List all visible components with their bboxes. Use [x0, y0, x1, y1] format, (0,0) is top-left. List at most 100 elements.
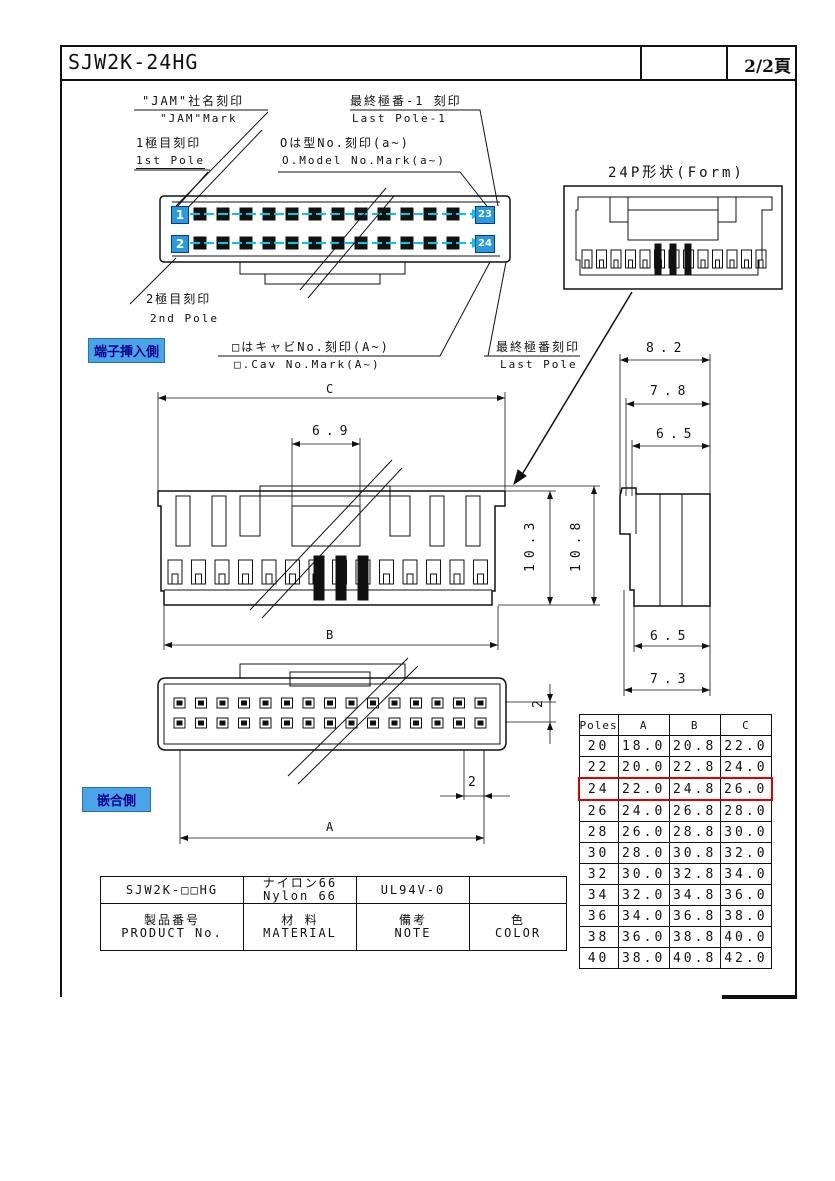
- table-cell: 28.0: [719, 799, 773, 822]
- table-cell: 28.8: [668, 821, 721, 843]
- table-cell: 36.0: [617, 926, 670, 948]
- dim-c: C: [326, 382, 336, 396]
- table-cell: 24.0: [719, 756, 773, 779]
- product-value: SJW2K-□□HG: [100, 876, 244, 904]
- table-cell: 24: [577, 777, 619, 801]
- mating-side-label: 嵌合側: [82, 787, 152, 812]
- pole-1-tab: 1: [171, 206, 189, 224]
- second-pole-jp: 2極目刻印: [146, 292, 212, 306]
- table-cell: 26.0: [719, 777, 773, 801]
- table-cell: 34.0: [719, 863, 773, 885]
- last-pole-en: Last Pole: [500, 358, 578, 371]
- color-label-jp: 色: [510, 913, 525, 927]
- note-value: UL94V-0: [356, 876, 470, 904]
- dim-2-vertical: 2: [531, 698, 546, 708]
- table-cell: 30.8: [668, 842, 721, 864]
- product-label-jp: 製品番号: [143, 913, 200, 927]
- sheet-corner-bar: [722, 995, 797, 999]
- table-cell: 40: [578, 947, 619, 969]
- form-label: 24P形状(Form): [608, 165, 745, 181]
- dim-6-5-top: 6.5: [656, 427, 698, 442]
- table-cell: 38.0: [719, 905, 773, 927]
- model-no-jp: Oは型No.刻印(a~): [280, 136, 410, 150]
- dim-8-2: 8.2: [646, 341, 688, 356]
- table-cell: 36.8: [668, 905, 721, 927]
- dim-7-8: 7.8: [650, 384, 692, 399]
- dim-a: A: [326, 820, 336, 834]
- model-no-en: O.Model No.Mark(a~): [282, 154, 446, 167]
- table-cell: 28: [578, 821, 619, 843]
- first-pole-en: 1st Pole: [136, 154, 205, 169]
- header-a: A: [617, 714, 670, 736]
- part-number: SJW2K-24HG: [68, 50, 199, 74]
- side-view: [619, 487, 711, 607]
- table-cell: 30.0: [617, 863, 670, 885]
- color-value: [469, 876, 567, 904]
- material-label-en: MATERIAL: [263, 926, 337, 940]
- page-cell: 2/2頁: [726, 47, 797, 79]
- table-cell: 30: [578, 842, 619, 864]
- pole-23-tab: 23: [475, 206, 495, 224]
- table-cell: 18.0: [617, 735, 670, 757]
- header-c: C: [719, 714, 773, 736]
- table-cell: 32.0: [617, 884, 670, 906]
- table-cell: 26.8: [668, 799, 721, 822]
- table-cell: 34: [578, 884, 619, 906]
- table-cell: 20.0: [617, 756, 670, 779]
- title-bar: SJW2K-24HG 2/2頁: [62, 47, 795, 81]
- dim-10-3: 10.3: [523, 516, 538, 572]
- table-cell: 22.8: [668, 756, 721, 779]
- last-pole-jp: 最終極番刻印: [496, 340, 581, 354]
- cav-no-jp: □はキャビNo.刻印(A~): [232, 340, 390, 354]
- table-cell: 28.0: [617, 842, 670, 864]
- table-cell: 38: [578, 926, 619, 948]
- note-label-en: NOTE: [394, 926, 432, 940]
- table-cell: 32.8: [668, 863, 721, 885]
- table-cell: 26: [578, 799, 619, 822]
- jam-mark-en: "JAM"Mark: [160, 112, 238, 125]
- pole-24-tab: 24: [475, 235, 495, 253]
- pole-table-header: Poles A B C: [578, 714, 773, 736]
- dim-10-8: 10.8: [569, 516, 584, 572]
- color-label-en: COLOR: [494, 926, 542, 940]
- dim-6-5-bottom: 6.5: [650, 629, 692, 644]
- table-cell: 24.8: [668, 777, 721, 801]
- dim-2-horizontal: 2: [468, 775, 478, 790]
- table-cell: 38.8: [668, 926, 721, 948]
- material-value-jp: ナイロン66: [262, 876, 338, 890]
- table-cell: 24.0: [617, 799, 670, 822]
- insertion-side-label: 端子挿入側: [88, 338, 166, 363]
- dim-b: B: [326, 628, 336, 642]
- insertion-side-view: [159, 195, 511, 285]
- table-cell: 34.8: [668, 884, 721, 906]
- note-label-jp: 備考: [398, 913, 427, 927]
- product-label-en: PRODUCT No.: [121, 926, 223, 940]
- title-blank-cell: [640, 47, 728, 79]
- front-view: [157, 485, 506, 606]
- drawing-sheet: SJW2K-24HG 2/2頁: [60, 45, 797, 997]
- table-cell: 36.0: [719, 884, 773, 906]
- dim-6-9: 6.9: [312, 424, 354, 439]
- material-value-en: Nylon 66: [263, 889, 337, 903]
- table-cell: 30.0: [719, 821, 773, 843]
- table-cell: 32.0: [719, 842, 773, 864]
- table-cell: 36: [578, 905, 619, 927]
- table-cell: 42.0: [719, 947, 773, 969]
- header-poles: Poles: [578, 714, 619, 736]
- form-inset-drawing: [575, 196, 773, 276]
- table-cell: 38.0: [617, 947, 670, 969]
- table-cell: 34.0: [617, 905, 670, 927]
